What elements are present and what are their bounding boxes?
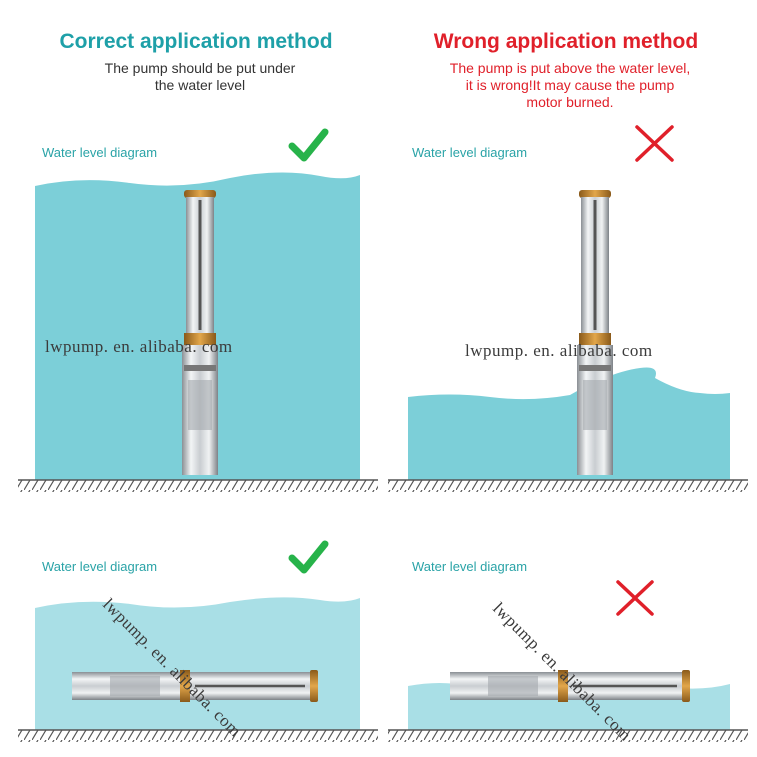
ground-top-left: [18, 480, 378, 492]
horizontal-pump-bottom-left: [72, 670, 318, 702]
water-level-label-top-right: Water level diagram: [412, 145, 528, 160]
scene-top-left: [18, 172, 378, 492]
correct-description: The pump should be put under the water l…: [40, 60, 360, 94]
water-level-label-bottom-right: Water level diagram: [412, 559, 528, 574]
wrong-description-line2: it is wrong!It may cause the pump: [465, 77, 675, 93]
wrong-description-line3: motor burned.: [526, 94, 614, 110]
correct-description-line2: the water level: [154, 77, 246, 93]
water-level-label-top-left: Water level diagram: [42, 145, 158, 160]
watermark-top-left: lwpump. en. alibaba. com: [45, 337, 233, 356]
scene-bottom-left: [18, 597, 378, 742]
ground-bottom-right: [388, 730, 748, 742]
cross-mark-icon: [616, 580, 654, 616]
vertical-pump-top-right: [577, 190, 613, 475]
check-mark-icon: [288, 540, 329, 574]
water-level-label-bottom-left: Water level diagram: [42, 559, 158, 574]
scene-top-right: [388, 190, 748, 492]
wrong-description-line1: The pump is put above the water level,: [449, 60, 691, 76]
scene-bottom-right: [388, 670, 748, 742]
wrong-description: The pump is put above the water level, i…: [400, 60, 740, 111]
vertical-pump-top-left: [182, 190, 218, 475]
horizontal-pump-bottom-right: [450, 670, 690, 702]
correct-description-line1: The pump should be put under: [104, 60, 296, 76]
water-body-bottom-left: [35, 597, 360, 730]
watermark-top-right: lwpump. en. alibaba. com: [465, 341, 653, 360]
cross-mark-icon: [635, 125, 674, 162]
wrong-heading: Wrong application method: [433, 30, 699, 53]
ground-bottom-left: [18, 730, 378, 742]
correct-heading: Correct application method: [59, 30, 333, 53]
water-body-top-right: [408, 367, 730, 480]
check-mark-icon: [288, 128, 329, 162]
ground-top-right: [388, 480, 748, 492]
